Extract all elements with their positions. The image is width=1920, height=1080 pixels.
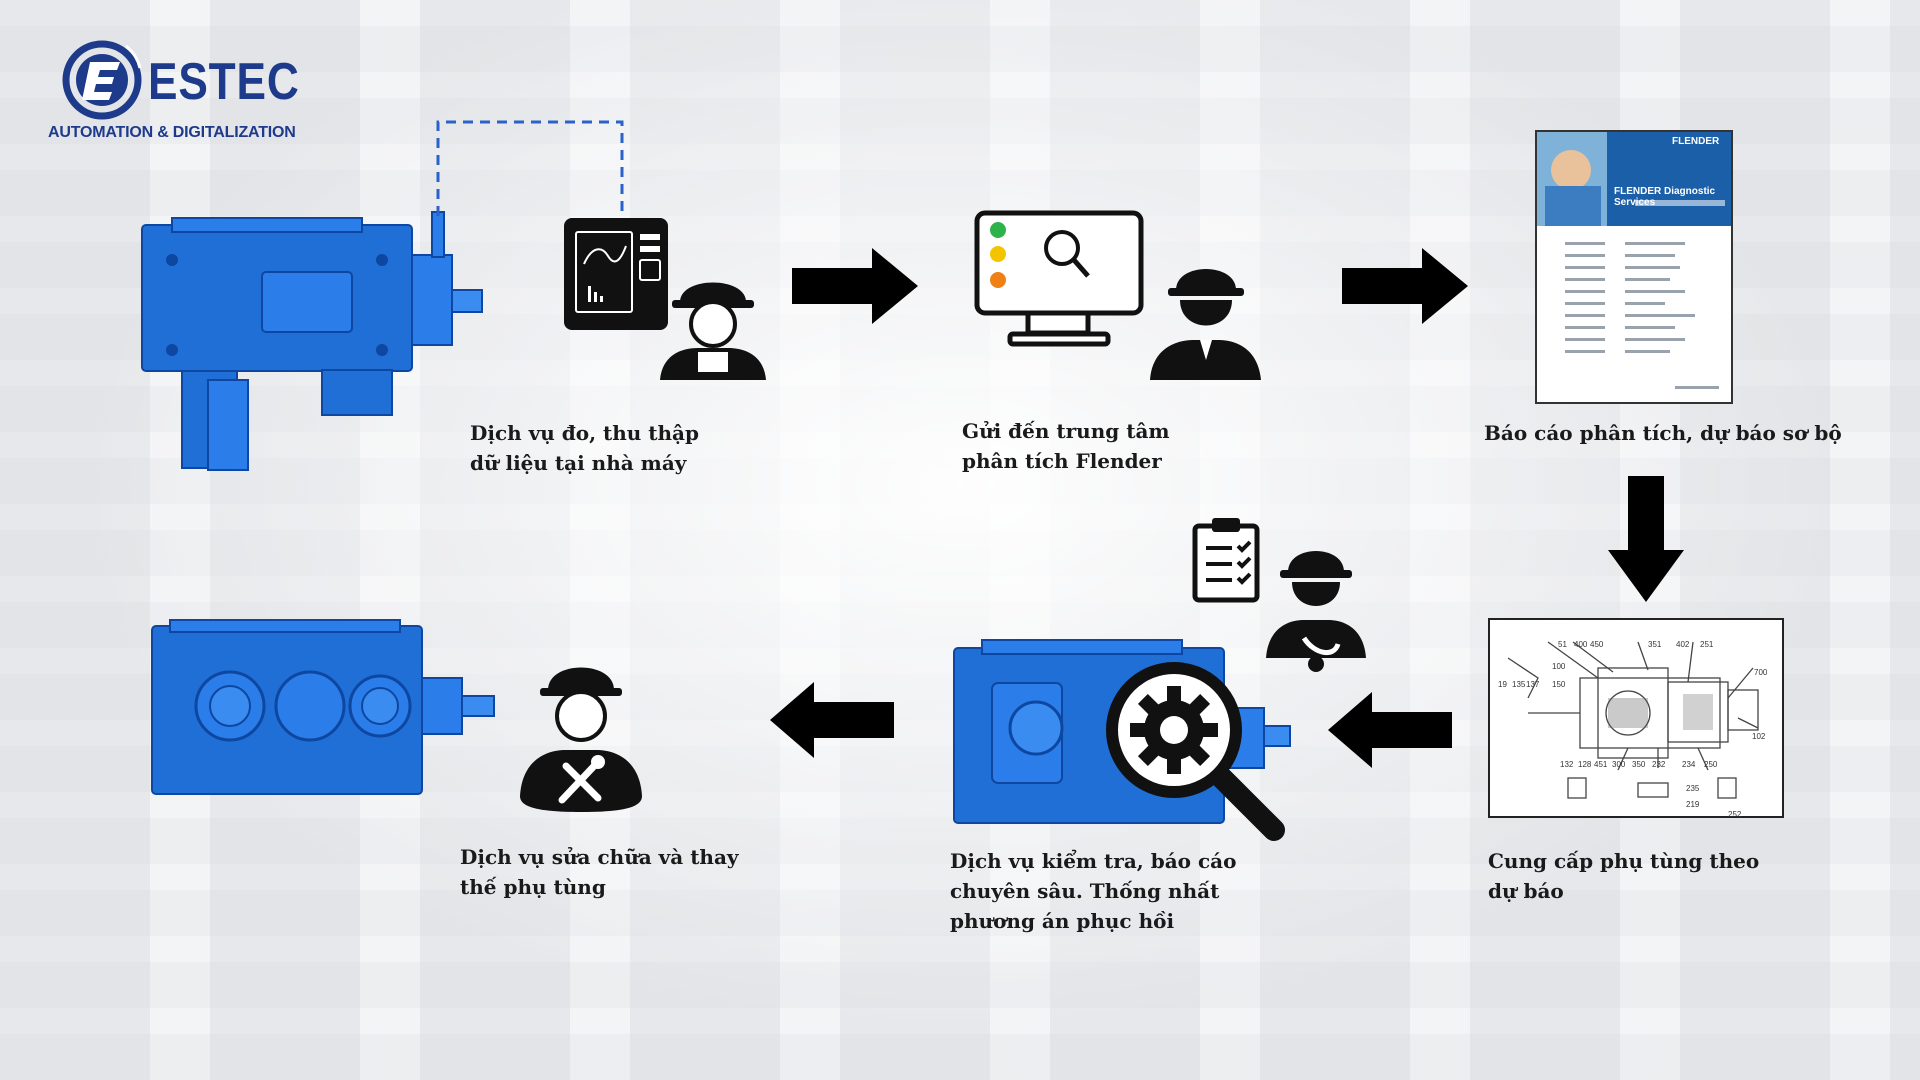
brand-name: ESTEC — [148, 53, 300, 111]
inspection-icon — [1106, 662, 1285, 841]
drawing-callout-label: 150 — [1552, 680, 1566, 689]
arrow-left-icon — [770, 682, 894, 758]
drawing-callout-label: 232 — [1652, 760, 1666, 769]
step-2-label: Gửi đến trung tâm phân tích Flender — [962, 419, 1170, 473]
estec-logo: ESTEC AUTOMATION & DIGITALIZATION — [48, 38, 308, 148]
drawing-callout-label: 300 — [1612, 760, 1626, 769]
drawing-callout-label: 252 — [1728, 810, 1742, 819]
drawing-callout-label: 100 — [1552, 662, 1566, 671]
sensor-wire — [436, 120, 624, 216]
clipboard-icon — [1192, 518, 1260, 603]
arrow-left-icon — [1328, 692, 1452, 768]
drawing-callout-label: 135 — [1512, 680, 1526, 689]
drawing-callout-label: 219 — [1686, 800, 1700, 809]
step-6-label: Dịch vụ sửa chữa và thay thế phụ tùng — [460, 845, 739, 899]
drawing-callout-label: 450 — [1590, 640, 1604, 649]
data-logger-icon — [564, 218, 668, 330]
drawing-callout-label: 51 — [1558, 640, 1567, 649]
repair-worker-icon — [520, 667, 642, 812]
drawing-callout-label: 250 — [1704, 760, 1718, 769]
drawing-callout-label: 235 — [1686, 784, 1700, 793]
gearbox-icon — [151, 619, 495, 795]
parts-drawing-icon — [1488, 618, 1784, 818]
drawing-callout-label: 400 — [1574, 640, 1588, 649]
step-5-label: Dịch vụ kiểm tra, báo cáo chuyên sâu. Th… — [950, 849, 1237, 933]
worker-icon — [660, 282, 766, 380]
drawing-callout-label: 351 — [1648, 640, 1662, 649]
drawing-callout-label: 451 — [1594, 760, 1608, 769]
engineer-icon — [1150, 269, 1261, 380]
step-1-label: Dịch vụ đo, thu thập dữ liệu tại nhà máy — [470, 421, 700, 475]
support-engineer-icon — [1266, 551, 1366, 672]
drawing-callout-label: 128 — [1578, 760, 1592, 769]
brand-tagline: AUTOMATION & DIGITALIZATION — [48, 124, 296, 141]
gearbox-icon — [141, 211, 483, 471]
step-4-label: Cung cấp phụ tùng theo dự báo — [1488, 849, 1760, 903]
arrow-right-icon — [792, 248, 918, 324]
estec-logo-icon — [62, 40, 142, 120]
drawing-callout-label: 19 — [1498, 680, 1507, 689]
drawing-callout-label: 102 — [1752, 732, 1766, 741]
drawing-callout-label: 132 — [1560, 760, 1574, 769]
drawing-callout-label: 402 — [1676, 640, 1690, 649]
drawing-callout-label: 251 — [1700, 640, 1714, 649]
drawing-callout-label: 137 — [1526, 680, 1540, 689]
step-3-label: Báo cáo phân tích, dự báo sơ bộ — [1484, 421, 1842, 445]
report-title: FLENDER Diagnostic Services — [1614, 186, 1716, 208]
drawing-callout-label: 350 — [1632, 760, 1646, 769]
report-brand: FLENDER — [1672, 136, 1720, 147]
drawing-callout-label: 700 — [1754, 668, 1768, 677]
arrow-down-icon — [1608, 476, 1684, 602]
drawing-callout-label: 234 — [1682, 760, 1696, 769]
monitor-icon — [974, 210, 1144, 347]
arrow-right-icon — [1342, 248, 1468, 324]
report-icon — [1535, 130, 1733, 404]
